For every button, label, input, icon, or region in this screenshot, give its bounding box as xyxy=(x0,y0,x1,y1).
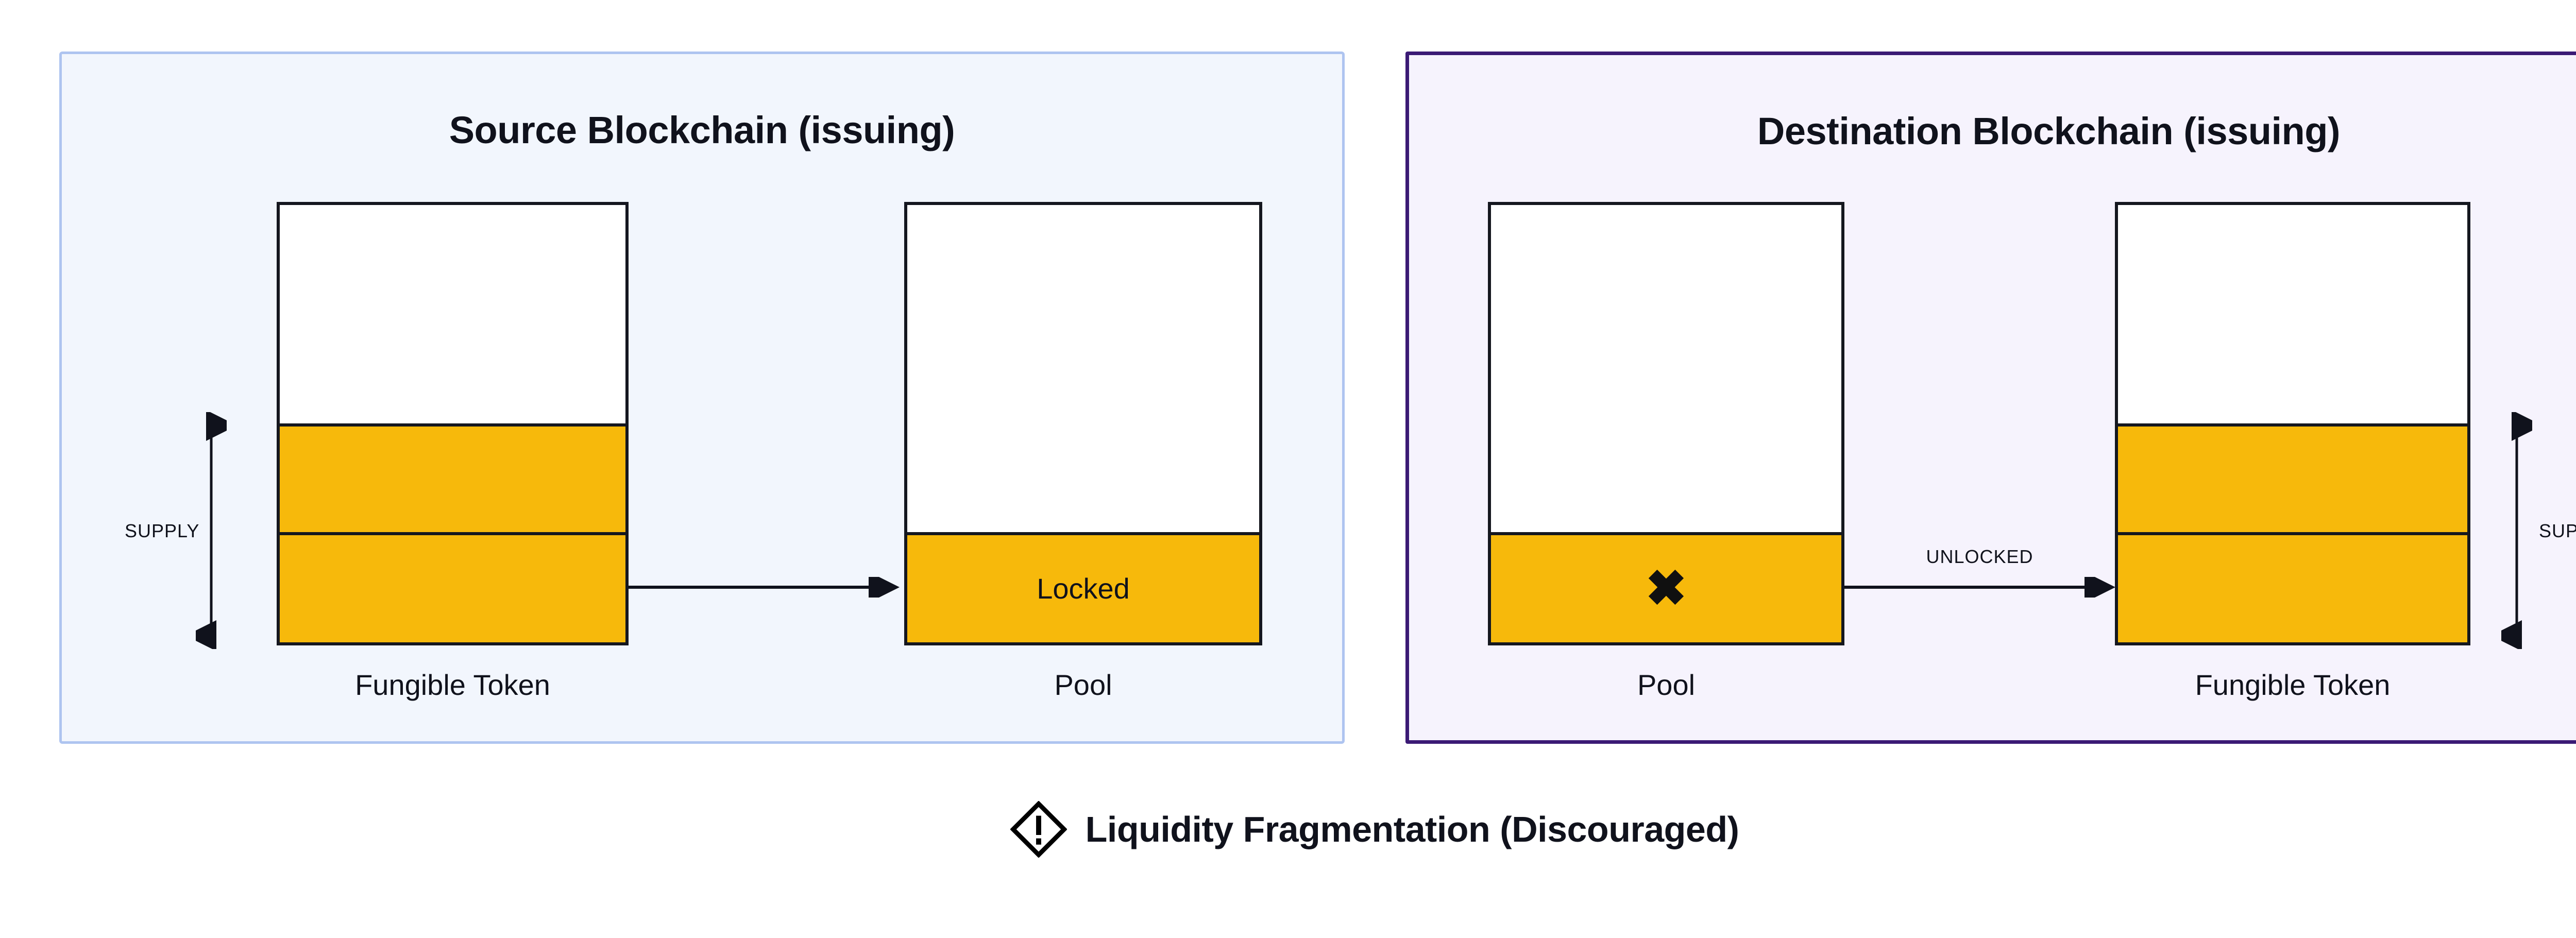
flow-label-unlocked: UNLOCKED xyxy=(1926,546,2033,567)
bar-pool-source: Locked xyxy=(904,202,1262,645)
bar-segment-gold-lower xyxy=(2118,532,2467,642)
bar-fungible-token-source xyxy=(277,202,629,645)
supply-label-source: SUPPLY xyxy=(125,520,200,541)
footer-warning-note: Liquidity Fragmentation (Discouraged) xyxy=(0,801,2576,858)
bar-caption-fungible-token-destination: Fungible Token xyxy=(2195,669,2391,701)
bar-segment-gold-upper xyxy=(2118,423,2467,532)
footer-warning-text: Liquidity Fragmentation (Discouraged) xyxy=(1085,809,1739,849)
bar-fungible-token-destination xyxy=(2115,202,2470,645)
bar-caption-pool-source: Pool xyxy=(1054,669,1112,701)
bar-caption-pool-destination: Pool xyxy=(1637,669,1696,701)
panel-source-title: Source Blockchain (issuing) xyxy=(449,109,955,151)
bar-segment-locked: Locked xyxy=(907,532,1259,642)
warning-diamond-icon xyxy=(1010,801,1067,858)
panel-destination-title: Destination Blockchain (issuing) xyxy=(1757,110,2341,152)
bar-pool-destination: ✖ xyxy=(1488,202,1844,645)
supply-label-destination: SUPPLY xyxy=(2539,520,2576,541)
supply-arrow-source xyxy=(196,412,227,649)
bar-segment-depleted: ✖ xyxy=(1491,532,1841,642)
bar-segment-label: Locked xyxy=(1037,572,1130,605)
bar-segment-gold-lower xyxy=(280,532,625,642)
supply-arrow-destination xyxy=(2501,412,2532,649)
bar-segment-gold-upper xyxy=(280,423,625,532)
flow-arrow-lock xyxy=(629,577,900,598)
bar-caption-fungible-token-source: Fungible Token xyxy=(355,669,550,701)
flow-arrow-unlock xyxy=(1844,577,2115,598)
cross-mark-icon: ✖ xyxy=(1645,561,1687,616)
